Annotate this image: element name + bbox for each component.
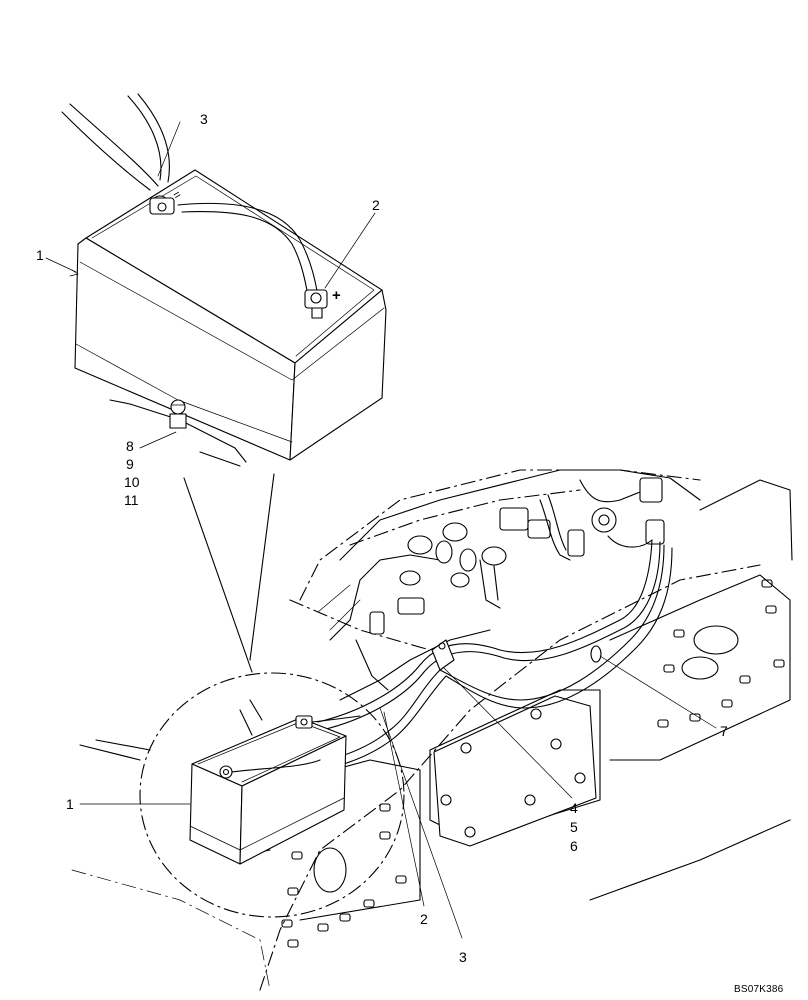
callout-main-cable-b: 3 [459,949,467,965]
valve-assembly [317,469,701,701]
drawing-code: BS07K386 [734,984,784,995]
battery-detail-view: = + 3 2 1 8 9 10 11 [36,93,387,673]
main-battery [189,715,361,865]
callout-clamp-4: 4 [570,800,578,816]
callout-hardware-10: 10 [124,474,140,490]
callout-main-battery: 1 [66,796,74,812]
negative-terminal: = [149,187,184,215]
callout-hardware-8: 8 [126,438,134,454]
callout-hardware-11: 11 [124,492,139,508]
battery-cables [249,539,673,776]
positive-terminal: + [304,287,341,319]
cover-plate [433,695,597,847]
cable-tie [590,645,602,663]
callout-clamp-6: 6 [570,838,578,854]
callout-hardware-9: 9 [126,456,134,472]
callout-detail-battery: 1 [36,247,44,263]
machine-main-view: 1 2 3 4 5 6 7 [66,469,793,991]
callout-main-tie: 7 [720,723,728,739]
right-housing [657,579,785,728]
callout-detail-positive-terminal: 2 [372,197,380,213]
cable-clamp [431,639,455,671]
callout-clamp-5: 5 [570,819,578,835]
hold-down-bolt [169,399,187,429]
callout-detail-cable: 3 [200,111,208,127]
positive-terminal-symbol: + [332,287,341,304]
callout-main-cable-a: 2 [420,911,428,927]
